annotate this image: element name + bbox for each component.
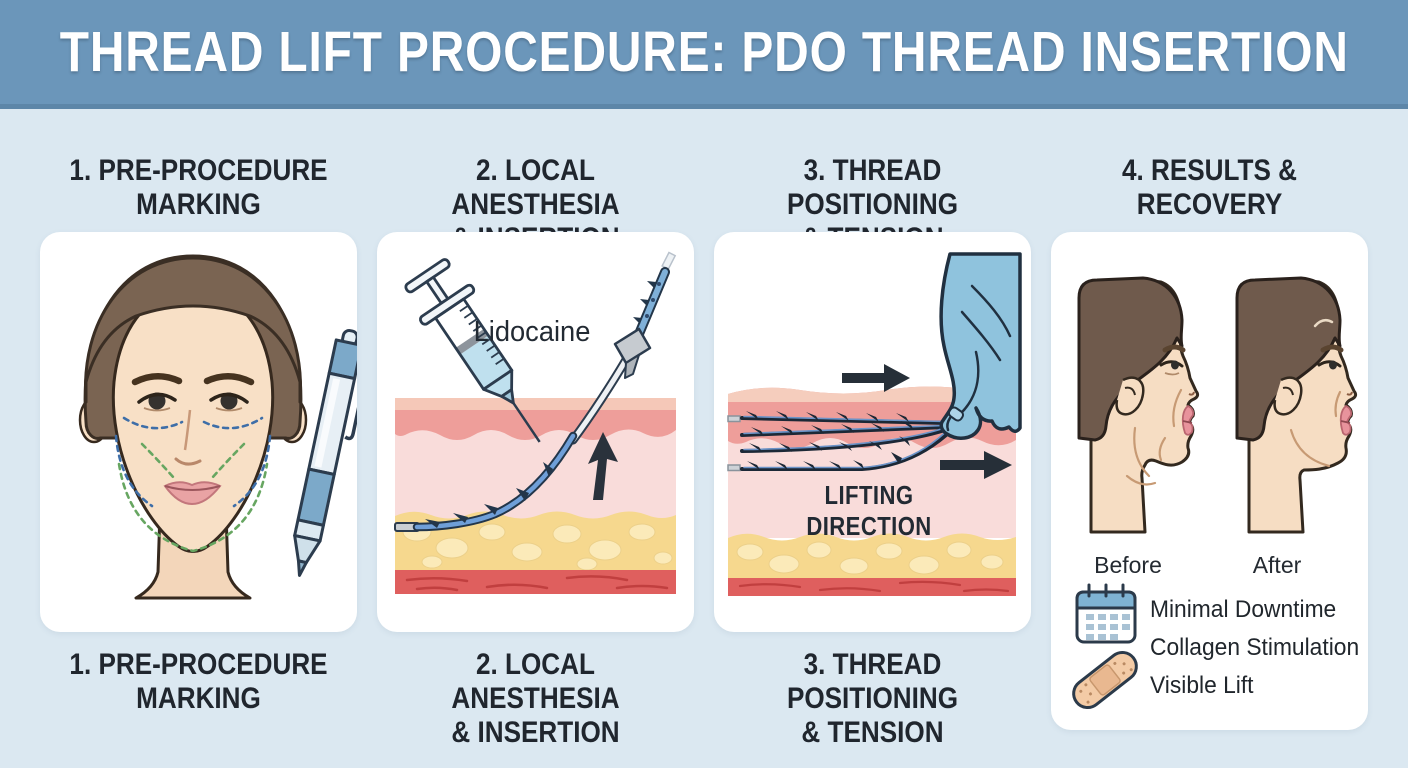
step1-heading: 1. PRE-PROCEDURE MARKING <box>69 154 328 222</box>
panel-tension: LIFTING DIRECTION <box>714 232 1031 632</box>
lifting-direction-label: LIFTING DIRECTION <box>806 480 932 541</box>
benefit-visible-lift: Visible Lift <box>1150 672 1254 699</box>
sagging-lines <box>1125 388 1183 486</box>
skin-layers <box>395 398 676 594</box>
face-marking-illustration <box>78 254 357 600</box>
barbed-threads <box>727 411 948 472</box>
cannula-thread <box>394 251 677 532</box>
marking-pen <box>293 329 357 577</box>
before-label: Before <box>1094 552 1162 578</box>
step4-heading: 4. RESULTS & RECOVERY <box>1121 154 1297 222</box>
after-label: After <box>1252 552 1302 578</box>
lifted-contour-lines <box>1289 390 1342 468</box>
step1-caption: 1. PRE-PROCEDURE MARKING <box>69 648 328 716</box>
gloved-hand <box>939 252 1022 440</box>
before-face <box>1077 276 1200 534</box>
panel-marking <box>40 232 357 632</box>
calendar-icon <box>1075 583 1137 644</box>
lift-arrow-top <box>842 364 910 392</box>
panel-results: Before After Minimal Downtime Collagen S… <box>1051 232 1368 730</box>
benefit-collagen-stimulation: Collagen Stimulation <box>1150 634 1360 661</box>
panel-anesthesia: Lidocaine <box>377 232 694 632</box>
step2-caption: 2. LOCAL ANESTHESIA & INSERTION <box>451 648 620 750</box>
lift-arrow-mid <box>940 451 1012 479</box>
before-after-illustration <box>1072 276 1358 710</box>
after-face <box>1235 276 1358 534</box>
tension-illustration <box>727 252 1022 596</box>
benefit-minimal-downtime: Minimal Downtime <box>1150 596 1337 623</box>
insertion-arrow <box>588 432 618 500</box>
bandage-icon <box>1072 650 1138 710</box>
syringe <box>404 258 541 443</box>
anesthesia-illustration <box>394 251 677 594</box>
lidocaine-label: Lidocaine <box>473 316 591 348</box>
page-title: THREAD LIFT PROCEDURE: PDO THREAD INSERT… <box>59 20 1349 84</box>
blue-marking-lines <box>114 416 272 508</box>
step3-caption: 3. THREAD POSITIONING & TENSION <box>786 648 959 750</box>
green-marking-lines <box>117 442 269 553</box>
title-banner: THREAD LIFT PROCEDURE: PDO THREAD INSERT… <box>0 0 1408 109</box>
